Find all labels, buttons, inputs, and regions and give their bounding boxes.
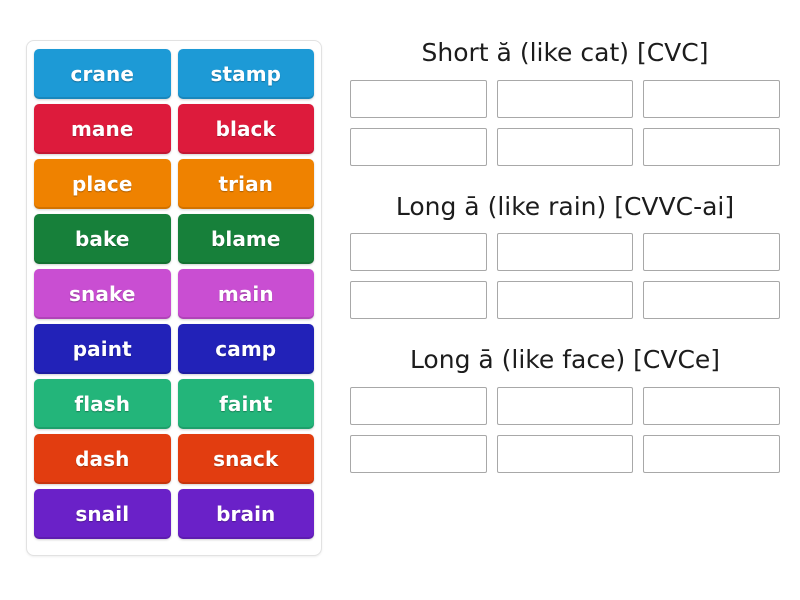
word-tile-black[interactable]: black: [177, 104, 314, 154]
word-tile-place[interactable]: place: [34, 159, 171, 209]
word-tile-stamp[interactable]: stamp: [177, 49, 314, 99]
word-tile-dash[interactable]: dash: [34, 434, 171, 484]
word-tile-snail[interactable]: snail: [34, 489, 171, 539]
word-tile-blame[interactable]: blame: [177, 214, 314, 264]
dropzone-grid-long-a-cvce: [350, 386, 780, 473]
dropzone-short-a-cvc-1[interactable]: [350, 79, 487, 118]
dropzone-grid-long-a-cvvc-ai: [350, 233, 780, 319]
dropzone-long-a-cvce-5[interactable]: [496, 434, 634, 473]
dropzone-grid-short-a-cvc: [350, 79, 780, 166]
dropzone-short-a-cvc-3[interactable]: [643, 79, 780, 118]
dropzone-short-a-cvc-2[interactable]: [496, 79, 634, 118]
word-tile-paint[interactable]: paint: [34, 324, 171, 374]
word-tile-main[interactable]: main: [177, 269, 314, 319]
word-tile-crane[interactable]: crane: [34, 49, 171, 99]
word-tile-bake[interactable]: bake: [34, 214, 171, 264]
word-tile-flash[interactable]: flash: [34, 379, 171, 429]
dropzone-long-a-cvce-2[interactable]: [496, 386, 634, 425]
dropzone-long-a-cvvc-ai-2[interactable]: [496, 233, 634, 271]
category-title-short-a-cvc: Short ă (like cat) [CVC]: [421, 38, 709, 67]
word-tile-snack[interactable]: snack: [177, 434, 314, 484]
dropzone-long-a-cvvc-ai-6[interactable]: [643, 281, 780, 319]
dropzone-short-a-cvc-5[interactable]: [496, 127, 634, 166]
dropzone-long-a-cvvc-ai-3[interactable]: [643, 233, 780, 271]
category-group-long-a-cvvc-ai: Long ā (like rain) [CVVC-ai]: [350, 191, 780, 319]
word-tile-camp[interactable]: camp: [177, 324, 314, 374]
category-title-long-a-cvce: Long ā (like face) [CVCe]: [409, 345, 721, 374]
word-tile-snake[interactable]: snake: [34, 269, 171, 319]
dropzone-long-a-cvvc-ai-1[interactable]: [350, 233, 487, 271]
word-tile-mane[interactable]: mane: [34, 104, 171, 154]
dropzone-short-a-cvc-4[interactable]: [350, 127, 487, 166]
category-title-long-a-cvvc-ai: Long ā (like rain) [CVVC-ai]: [395, 191, 735, 221]
word-tile-faint[interactable]: faint: [177, 379, 314, 429]
word-tile-trian[interactable]: trian: [177, 159, 314, 209]
dropzone-long-a-cvce-3[interactable]: [643, 386, 780, 425]
dropzone-long-a-cvce-4[interactable]: [350, 434, 487, 473]
dropzone-short-a-cvc-6[interactable]: [643, 127, 780, 166]
dropzone-long-a-cvvc-ai-5[interactable]: [496, 281, 634, 319]
category-columns: Short ă (like cat) [CVC] Long ā (like rai…: [350, 38, 780, 473]
category-group-short-a-cvc: Short ă (like cat) [CVC]: [350, 38, 780, 166]
word-tile-brain[interactable]: brain: [177, 489, 314, 539]
category-group-long-a-cvce: Long ā (like face) [CVCe]: [350, 345, 780, 473]
dropzone-long-a-cvce-1[interactable]: [350, 386, 487, 425]
dropzone-long-a-cvce-6[interactable]: [643, 434, 780, 473]
dropzone-long-a-cvvc-ai-4[interactable]: [350, 281, 487, 319]
